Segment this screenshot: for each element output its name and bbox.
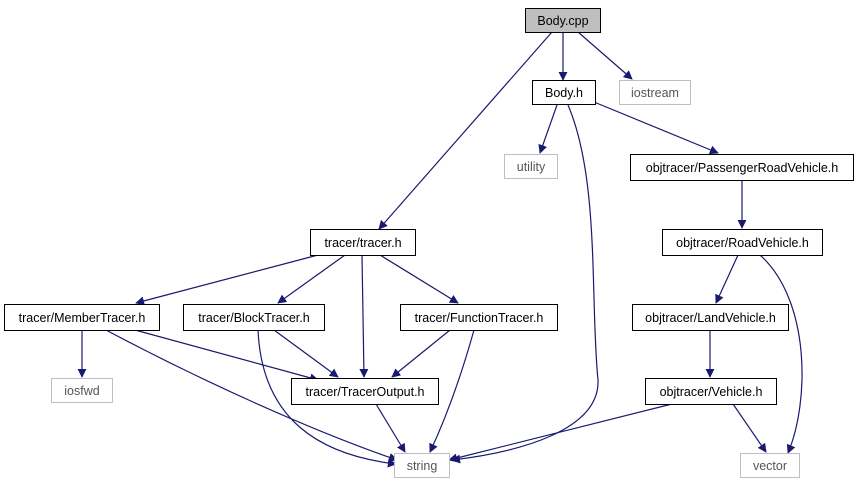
node-iosfwd: iosfwd: [51, 378, 113, 403]
edge-bodyh-string: [451, 104, 599, 464]
node-body-h[interactable]: Body.h: [532, 80, 596, 105]
node-passenger-road-vehicle-h[interactable]: objtracer/PassengerRoadVehicle.h: [630, 154, 854, 181]
edge-traceroutput-string: [375, 403, 406, 453]
node-string: string: [394, 453, 450, 478]
edge-tracer-functiontracer: [379, 254, 459, 304]
node-function-tracer-h[interactable]: tracer/FunctionTracer.h: [400, 304, 558, 331]
edge-tracer-traceroutput: [359, 254, 369, 378]
node-utility: utility: [504, 154, 558, 179]
edge-membertracer-traceroutput: [134, 329, 319, 383]
edge-vehicle-string: [448, 403, 673, 463]
node-iostream: iostream: [619, 80, 691, 105]
edge-roadvehicle-landvehicle: [715, 254, 739, 304]
edge-tracer-membertracer: [135, 254, 319, 306]
edge-bodycpp-iostream: [577, 31, 633, 80]
node-road-vehicle-h[interactable]: objtracer/RoadVehicle.h: [662, 229, 823, 256]
node-tracer-output-h[interactable]: tracer/TracerOutput.h: [291, 378, 439, 405]
edge-vehicle-vector: [732, 403, 767, 453]
node-land-vehicle-h[interactable]: objtracer/LandVehicle.h: [632, 304, 789, 331]
edge-bodyh-utility: [538, 104, 558, 154]
edge-bodycpp-tracer: [378, 31, 553, 230]
edge-roadvehicle-vector: [759, 254, 803, 454]
edge-functiontracer-traceroutput: [391, 329, 451, 378]
edge-bodyh-passenger: [593, 101, 719, 155]
edge-membertracer-string: [105, 329, 398, 462]
node-member-tracer-h[interactable]: tracer/MemberTracer.h: [4, 304, 160, 331]
edge-tracer-blocktracer: [277, 254, 346, 304]
node-vector: vector: [740, 453, 800, 478]
edge-blocktracer-traceroutput: [273, 329, 339, 378]
edge-functiontracer-string: [429, 329, 475, 453]
node-body-cpp[interactable]: Body.cpp: [525, 8, 601, 33]
node-block-tracer-h[interactable]: tracer/BlockTracer.h: [183, 304, 325, 331]
node-tracer-h[interactable]: tracer/tracer.h: [310, 229, 416, 256]
edge-blocktracer-string: [257, 329, 397, 468]
node-vehicle-h[interactable]: objtracer/Vehicle.h: [645, 378, 777, 405]
